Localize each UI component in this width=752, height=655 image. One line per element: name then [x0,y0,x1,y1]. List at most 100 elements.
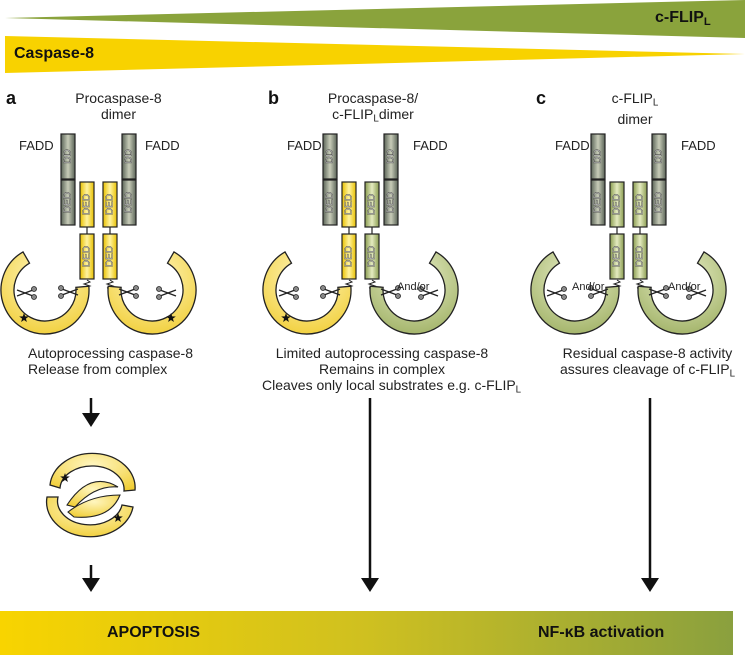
panel-c-scissors-left-outer-blade2 [546,289,564,297]
cflip-gradient-wedge [5,0,745,38]
panel-c-scissors-right-inner-blade2 [648,288,666,296]
panel-a-scissors-right-inner-handle1 [133,285,139,291]
panel-b-scissors-right-outer-blade2 [421,289,439,297]
heterotetramer-inner-top [66,480,119,508]
caspase8-label: Caspase-8 [14,45,95,62]
panel-b-scissors-left-outer-handle1 [293,286,299,292]
panel-a-scissors-left-inner-handle2 [58,293,64,299]
panel-a-letter: a [6,88,17,108]
panel-a-title: Procaspase-8 dimer [75,90,162,122]
panel-b-scissors-right-inner-handle1 [395,285,401,291]
panel-a-arc-right [107,251,197,335]
panel-b-scissors-left-outer [278,286,299,300]
panel-c-fadd-left-ded [590,179,606,226]
panel-c-inner-left-ded1-text: DED [612,194,623,215]
panel-a-inner-left-ded2-text: DED [82,246,93,267]
panel-a-fadd-left-dd-text: DD [63,149,74,163]
panel-a-scissors-right-outer-blade2 [159,289,177,297]
panel-a-scissors-left-inner-blade2 [61,288,79,296]
panel-b-inner-right-ded1-text: DED [367,194,378,215]
panel-c-scissors-right-outer [686,286,707,300]
panel-c-fadd-left-dd [590,133,606,180]
panel-b-fadd-left: FADD [287,138,322,153]
panel-c-arc-right [637,251,727,335]
panel-b-fadd-left-dd [322,133,338,180]
heterotetramer-outer-bottom [45,496,134,538]
panel-a-fadd-right-dd-text: DD [124,149,135,163]
panel-c-inner-left-ded2 [609,233,625,280]
panel-b-fadd-right-dd [383,133,399,180]
panel-a-inner-right-ded2-text: DED [105,246,116,267]
heterotetramer-active-site-2 [113,513,123,522]
panel-c-scissors-left-inner-handle2 [588,293,594,299]
panel-a-active-site-left [19,313,29,322]
panel-c-scissors-right-outer-handle2 [686,294,692,300]
apoptosis-label: APOPTOSIS [107,624,201,641]
panel-b-scissors-left-inner [320,285,341,299]
panel-a-fadd-right-ded-text: DED [124,192,135,213]
panel-c-title: c-FLIPL dimer [611,90,659,128]
released-caspase8-heterotetramer [45,452,136,538]
panel-a-caption: Autoprocessing caspase-8 Release from co… [28,345,193,377]
panel-c-scissors-right-outer-blade2 [689,289,707,297]
panel-c-fadd-left: FADD [555,138,590,153]
panel-a-scissors-left-outer-handle2 [31,294,37,300]
panel-c-scissors-right-inner-handle2 [663,293,669,299]
panel-a-scissors-right-inner-blade2 [118,288,136,296]
caspase8-gradient-wedge [5,36,745,73]
panel-a-scissors-left-outer-handle1 [31,286,37,292]
panel-a-arc-left [0,251,90,335]
panel-b-fadd-right-ded-text: DED [386,192,397,213]
panel-b-scissors-right-inner-handle2 [395,293,401,299]
panel-b-inner-left-ded1-text: DED [344,194,355,215]
panel-a-arrow-2-head [82,578,100,592]
panel-c-fadd-right-ded [651,179,667,226]
panel-c-arc-left [530,251,620,335]
panel-a-arrow-1-head [82,413,100,427]
panel-a-scissors-right-outer-handle2 [156,294,162,300]
panel-a-fadd-right-dd [121,133,137,180]
panel-a-inner-right-ded2 [102,233,118,280]
panel-b-scissors-left-outer-handle2 [293,294,299,300]
panel-c-inner-right-ded2 [632,233,648,280]
panel-c-fadd-right-dd [651,133,667,180]
panel-c-inner-right-ded2-text: DED [635,246,646,267]
panel-a-inner-right-ded1-text: DED [105,194,116,215]
panel-b-arc-left [262,251,352,335]
panel-c-andor-left: And/or [572,281,605,293]
panel-c-scissors-left-inner [588,285,609,299]
panel-c-inner-left-ded2-text: DED [612,246,623,267]
panel-b-fadd-left-ded [322,179,338,226]
panel-b-active-site-left [281,313,291,322]
panel-b-title: Procaspase-8/ c-FLIPLdimer [327,90,419,125]
outcome-gradient-bar [0,611,733,655]
panel-c-fadd-left-ded-text: DED [593,192,604,213]
panel-b-inner-right-ded2-text: DED [367,246,378,267]
panel-c-arrow-head [641,578,659,592]
heterotetramer-active-site-1 [60,473,70,482]
panel-c-fadd-right: FADD [681,138,716,153]
panel-c-andor-right: And/or [668,281,701,293]
panel-c-fadd-right-ded-text: DED [654,192,665,213]
panel-b-scissors-left-inner-handle2 [320,293,326,299]
heterotetramer-outer-top [49,452,136,492]
panel-b-fadd-right-dd-text: DD [386,149,397,163]
panel-c-letter: c [536,88,547,108]
panel-c-scissors-right-outer-handle1 [686,286,692,292]
panel-b-letter: b [268,88,279,108]
panel-a-fadd-right: FADD [145,138,180,153]
panel-c-scissors-left-outer [546,286,567,300]
panel-a-fadd-left-ded [60,179,76,226]
panel-b-scissors-right-inner-blade2 [380,288,398,296]
panel-b-scissors-right-outer-handle2 [418,294,424,300]
panel-b-scissors-right-outer [418,286,439,300]
panel-b-scissors-right-inner [380,285,401,299]
panel-c-fadd-right-dd-text: DD [654,149,665,163]
panel-b-fadd-left-ded-text: DED [325,192,336,213]
panel-a-active-site-right [166,313,176,322]
panel-b-fadd-right: FADD [413,138,448,153]
panel-c-scissors-right-inner-handle1 [663,285,669,291]
panel-a-scissors-right-outer [156,286,177,300]
panel-c-inner-right-ded1-text: DED [635,194,646,215]
